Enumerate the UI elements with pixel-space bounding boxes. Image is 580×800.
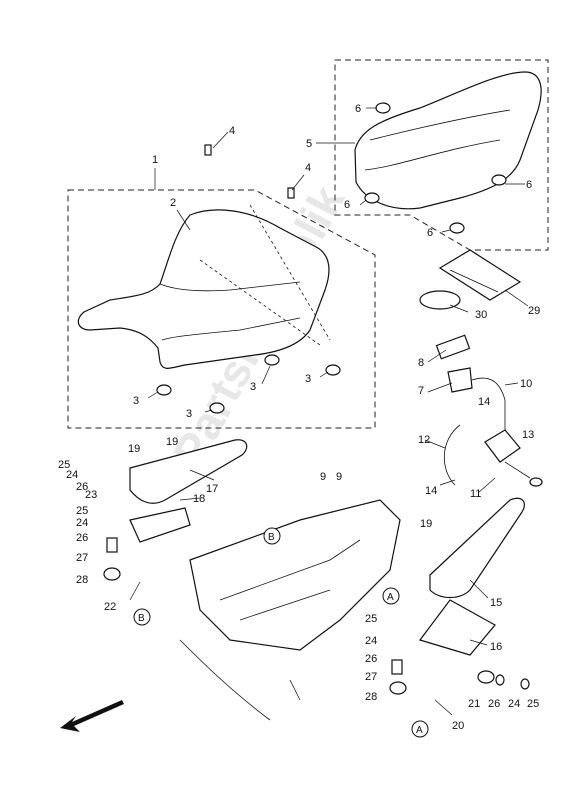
bolts-4 [204, 144, 295, 199]
callout-29: 29 [528, 305, 540, 317]
callout-24: 24 [66, 469, 78, 481]
ref-mark-a: A [387, 592, 394, 603]
callout-5: 5 [306, 138, 312, 150]
grab-bar-right [419, 497, 525, 656]
callout-6: 6 [344, 199, 350, 211]
callout-24: 24 [508, 698, 520, 710]
callout-19: 19 [420, 518, 432, 530]
callout-17: 17 [206, 483, 218, 495]
callout-3: 3 [250, 381, 256, 393]
callout-7: 7 [418, 385, 424, 397]
callout-3: 3 [186, 408, 192, 420]
rear-frame [179, 499, 401, 721]
o-ring [419, 290, 461, 310]
callout-6: 6 [526, 179, 532, 191]
callout-9: 9 [336, 471, 342, 483]
callout-28: 28 [365, 691, 377, 703]
callout-6: 6 [427, 227, 433, 239]
callout-8: 8 [418, 357, 424, 369]
callout-12: 12 [418, 434, 430, 446]
callout-25: 25 [527, 698, 539, 710]
callout-20: 20 [452, 720, 464, 732]
callout-19: 19 [128, 443, 140, 455]
rider-seat [77, 204, 331, 369]
callout-30: 30 [475, 309, 487, 321]
callout-25: 25 [58, 459, 70, 471]
callout-13: 13 [522, 429, 534, 441]
lower-mounts [103, 537, 530, 695]
callout-21: 21 [468, 698, 480, 710]
callout-25: 25 [76, 505, 88, 517]
callout-18: 18 [193, 493, 205, 505]
callout-25: 25 [365, 613, 377, 625]
grab-bar-left [129, 439, 248, 543]
callout-9: 9 [320, 471, 326, 483]
storage-bag [438, 249, 522, 301]
callout-19: 19 [166, 436, 178, 448]
callout-27: 27 [365, 671, 377, 683]
callout-24: 24 [365, 635, 377, 647]
front-direction-arrow [60, 700, 124, 732]
callout-4: 4 [305, 162, 311, 174]
callout-labels: 1 2 3 3 3 3 4 4 5 6 6 6 6 7 8 9 9 10 11 … [58, 103, 540, 732]
callout-22: 22 [104, 601, 116, 613]
callout-4: 4 [229, 125, 235, 137]
callout-28: 28 [76, 574, 88, 586]
leader-lines [129, 107, 529, 716]
callout-26: 26 [365, 653, 377, 665]
passenger-seat [354, 71, 542, 210]
callout-14: 14 [425, 485, 437, 497]
callout-15: 15 [490, 597, 502, 609]
ref-mark-a: A [416, 725, 423, 736]
callout-3: 3 [133, 395, 139, 407]
callout-24: 24 [76, 517, 88, 529]
callout-23: 23 [85, 489, 97, 501]
callout-10: 10 [520, 378, 532, 390]
rider-seat-group-box [67, 189, 376, 429]
callout-2: 2 [170, 197, 176, 209]
seat-lock-assembly [443, 377, 543, 487]
ref-mark-b: B [268, 532, 275, 543]
callout-16: 16 [490, 641, 502, 653]
ref-mark-b: B [138, 613, 145, 624]
reference-marks: A A B B [133, 527, 429, 738]
callout-26: 26 [76, 481, 88, 493]
seat-lock-bracket [435, 334, 473, 393]
callout-26: 26 [76, 532, 88, 544]
callout-26: 26 [488, 698, 500, 710]
callout-6: 6 [355, 103, 361, 115]
callout-27: 27 [76, 552, 88, 564]
callout-14: 14 [478, 396, 490, 408]
callout-1: 1 [152, 154, 158, 166]
callout-11: 11 [470, 488, 481, 500]
callout-3: 3 [305, 373, 311, 385]
